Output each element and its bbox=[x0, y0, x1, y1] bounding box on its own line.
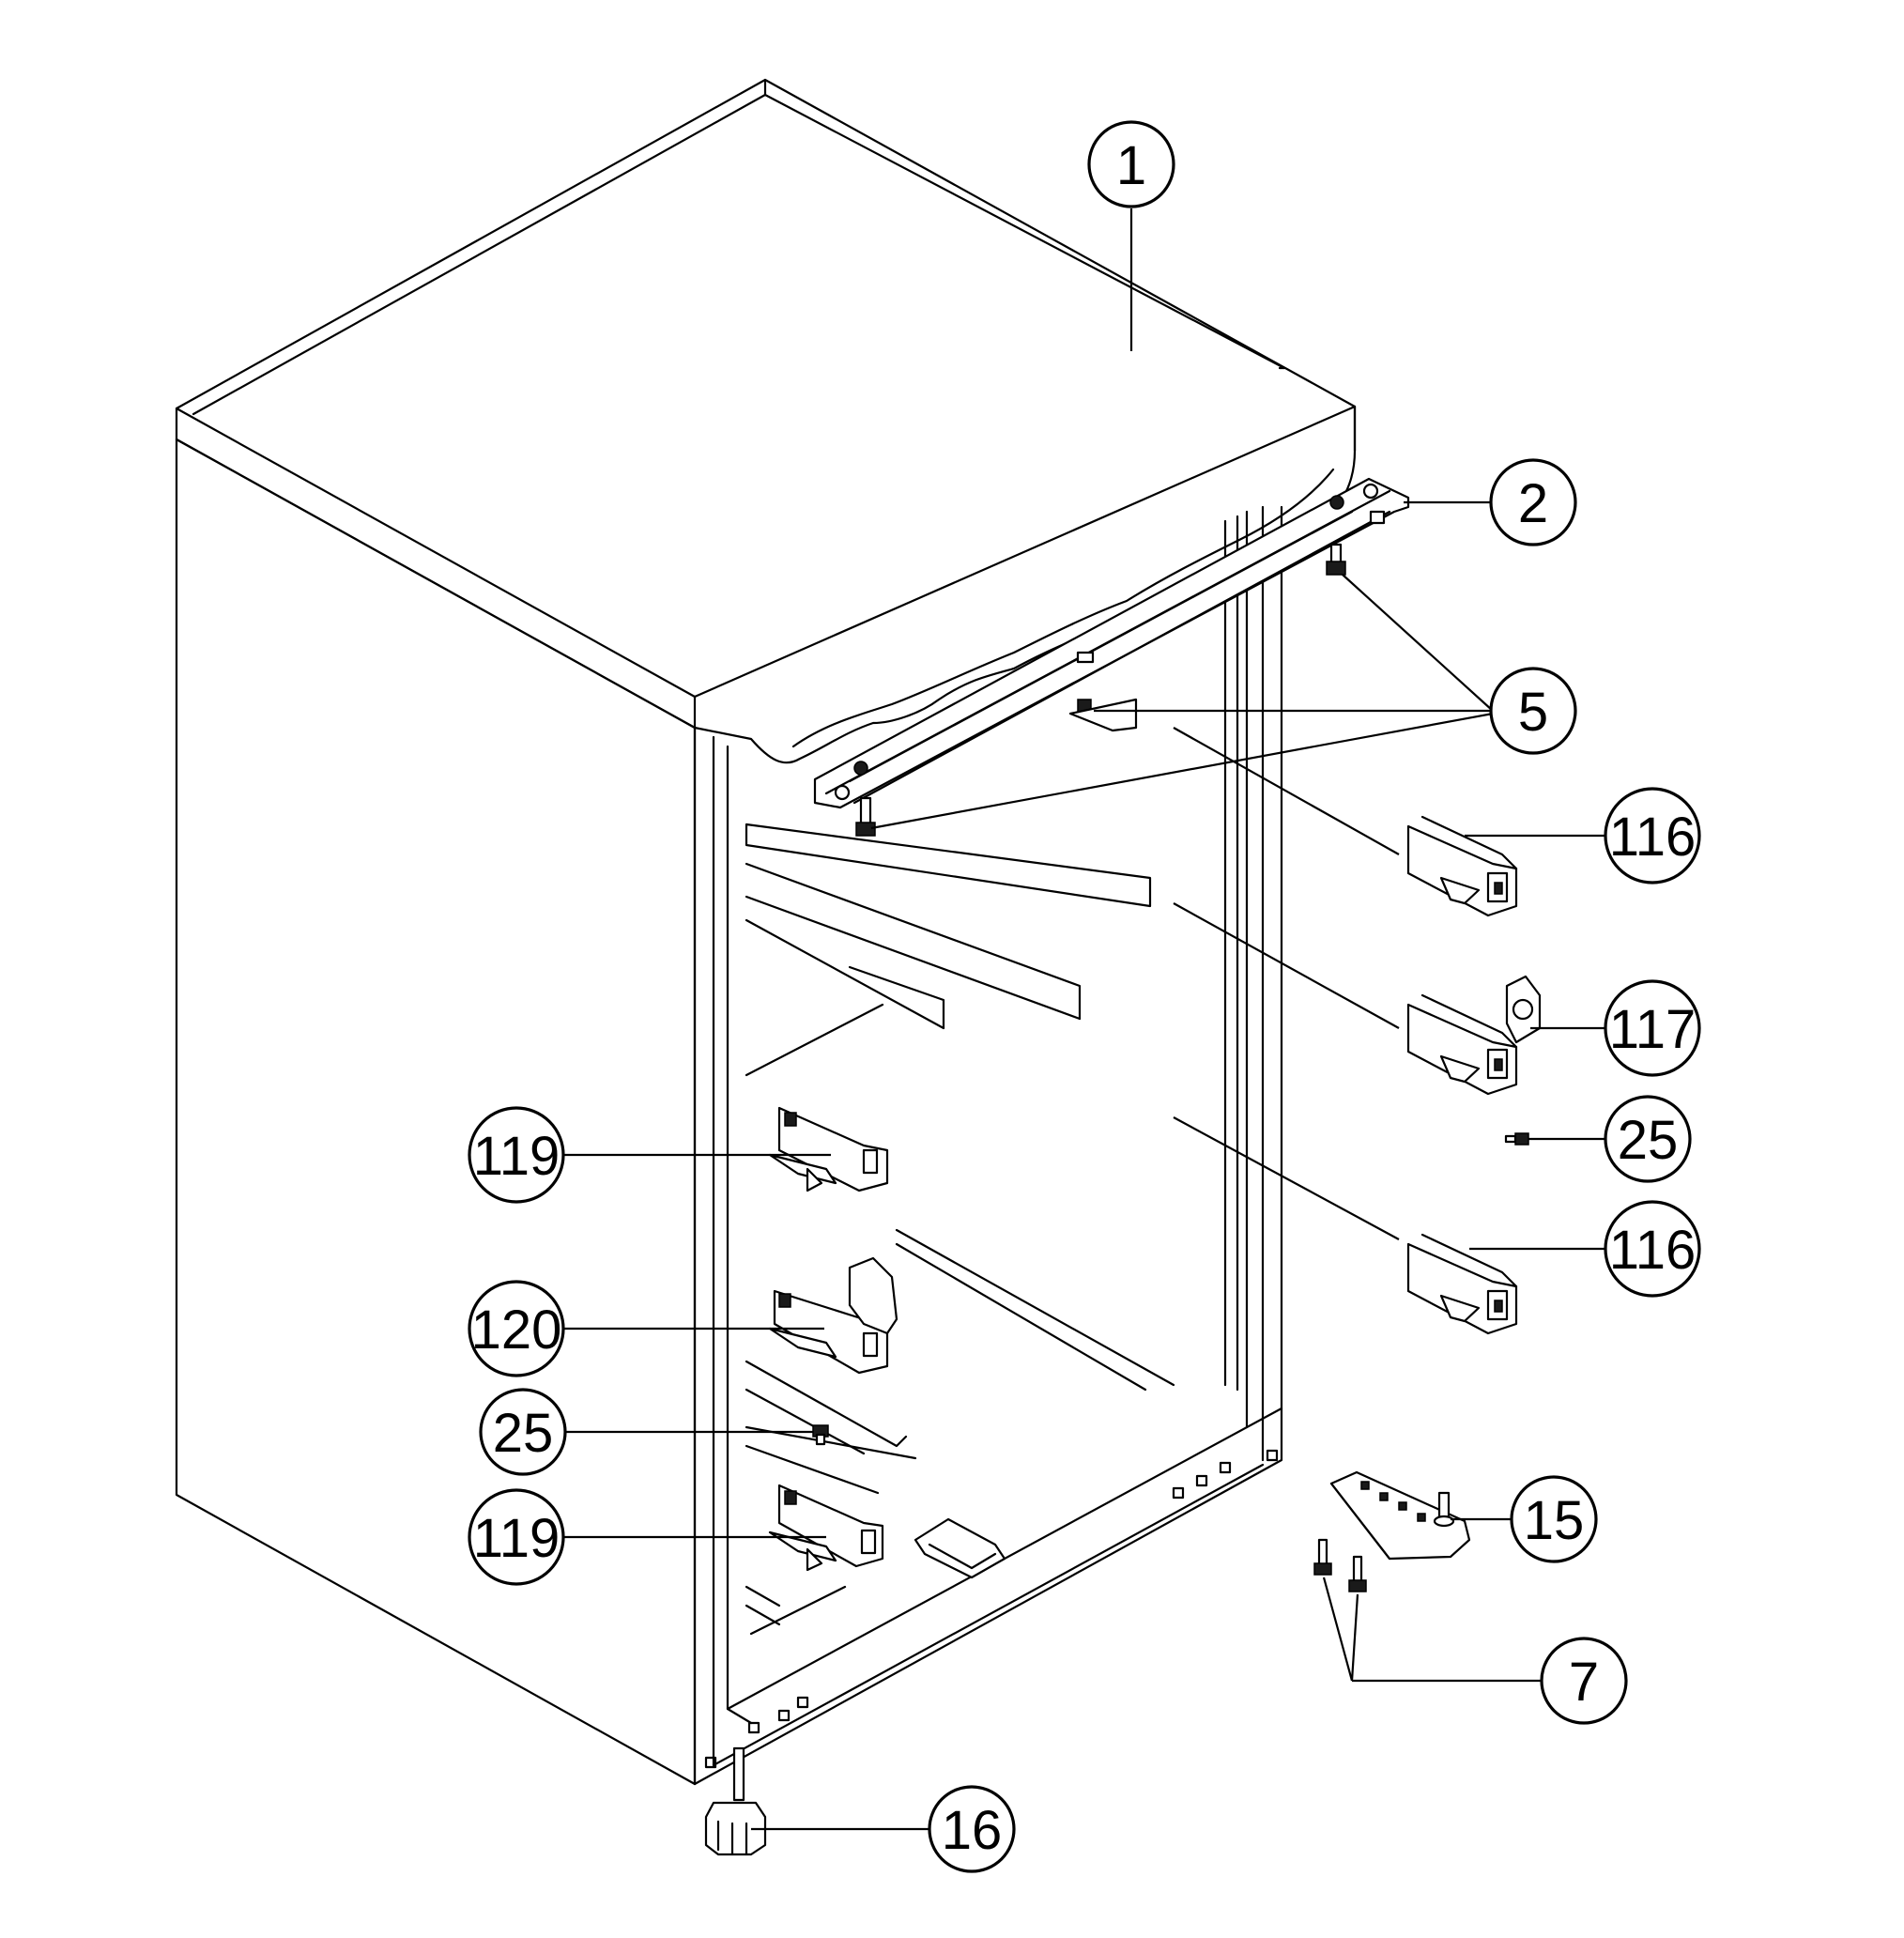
screw-25-left bbox=[812, 1424, 829, 1446]
hinge-rail bbox=[813, 477, 1410, 809]
worktop bbox=[175, 78, 1357, 764]
callout-25-left: 25 bbox=[479, 1388, 567, 1476]
callout-7: 7 bbox=[1540, 1637, 1628, 1725]
callout-5: 5 bbox=[1489, 667, 1577, 755]
callout-120: 120 bbox=[468, 1280, 565, 1377]
hinge-block-116-upper bbox=[1406, 815, 1518, 917]
hinge-bracket-15 bbox=[1329, 1470, 1471, 1561]
svg-text:119: 119 bbox=[473, 1126, 560, 1187]
callout-117: 117 bbox=[1604, 979, 1701, 1077]
hinge-block-117 bbox=[1406, 975, 1542, 1096]
callout-119-upper: 119 bbox=[468, 1106, 565, 1204]
callout-1: 1 bbox=[1087, 120, 1175, 208]
leader-lines bbox=[563, 208, 1605, 1831]
svg-text:1: 1 bbox=[1116, 135, 1146, 196]
front-frame bbox=[693, 505, 1283, 1786]
callout-116-upper: 116 bbox=[1604, 787, 1701, 884]
callout-119-lower: 119 bbox=[468, 1488, 565, 1586]
callout-15: 15 bbox=[1510, 1475, 1598, 1563]
callout-25-right: 25 bbox=[1604, 1095, 1692, 1183]
svg-text:16: 16 bbox=[942, 1800, 1003, 1861]
adjustable-foot-16 bbox=[704, 1746, 767, 1856]
left-side-panel bbox=[175, 438, 697, 1786]
svg-text:119: 119 bbox=[473, 1508, 560, 1569]
svg-text:25: 25 bbox=[1618, 1110, 1679, 1171]
svg-text:116: 116 bbox=[1609, 1220, 1696, 1281]
svg-text:25: 25 bbox=[493, 1403, 554, 1464]
screws-7 bbox=[1313, 1538, 1367, 1592]
hinge-block-119-upper bbox=[768, 1106, 889, 1192]
screw-25-right bbox=[1504, 1132, 1529, 1146]
cabinet-body bbox=[175, 78, 1410, 1786]
hinge-block-120 bbox=[768, 1256, 898, 1375]
svg-text:117: 117 bbox=[1609, 999, 1696, 1060]
callout-16: 16 bbox=[928, 1785, 1016, 1873]
svg-text:5: 5 bbox=[1518, 682, 1548, 743]
callout-116-lower: 116 bbox=[1604, 1200, 1701, 1298]
bottom-bracket bbox=[914, 1517, 1006, 1579]
hinge-block-116-lower bbox=[1406, 1233, 1518, 1335]
screw-5-right bbox=[1326, 543, 1346, 576]
svg-text:15: 15 bbox=[1524, 1490, 1585, 1551]
hinge-block-119-lower bbox=[768, 1484, 884, 1572]
svg-text:116: 116 bbox=[1609, 807, 1696, 868]
screw-5-left bbox=[855, 796, 876, 837]
svg-text:2: 2 bbox=[1518, 473, 1548, 534]
callout-2: 2 bbox=[1489, 458, 1577, 546]
svg-text:7: 7 bbox=[1569, 1652, 1599, 1713]
svg-text:120: 120 bbox=[471, 1300, 562, 1361]
